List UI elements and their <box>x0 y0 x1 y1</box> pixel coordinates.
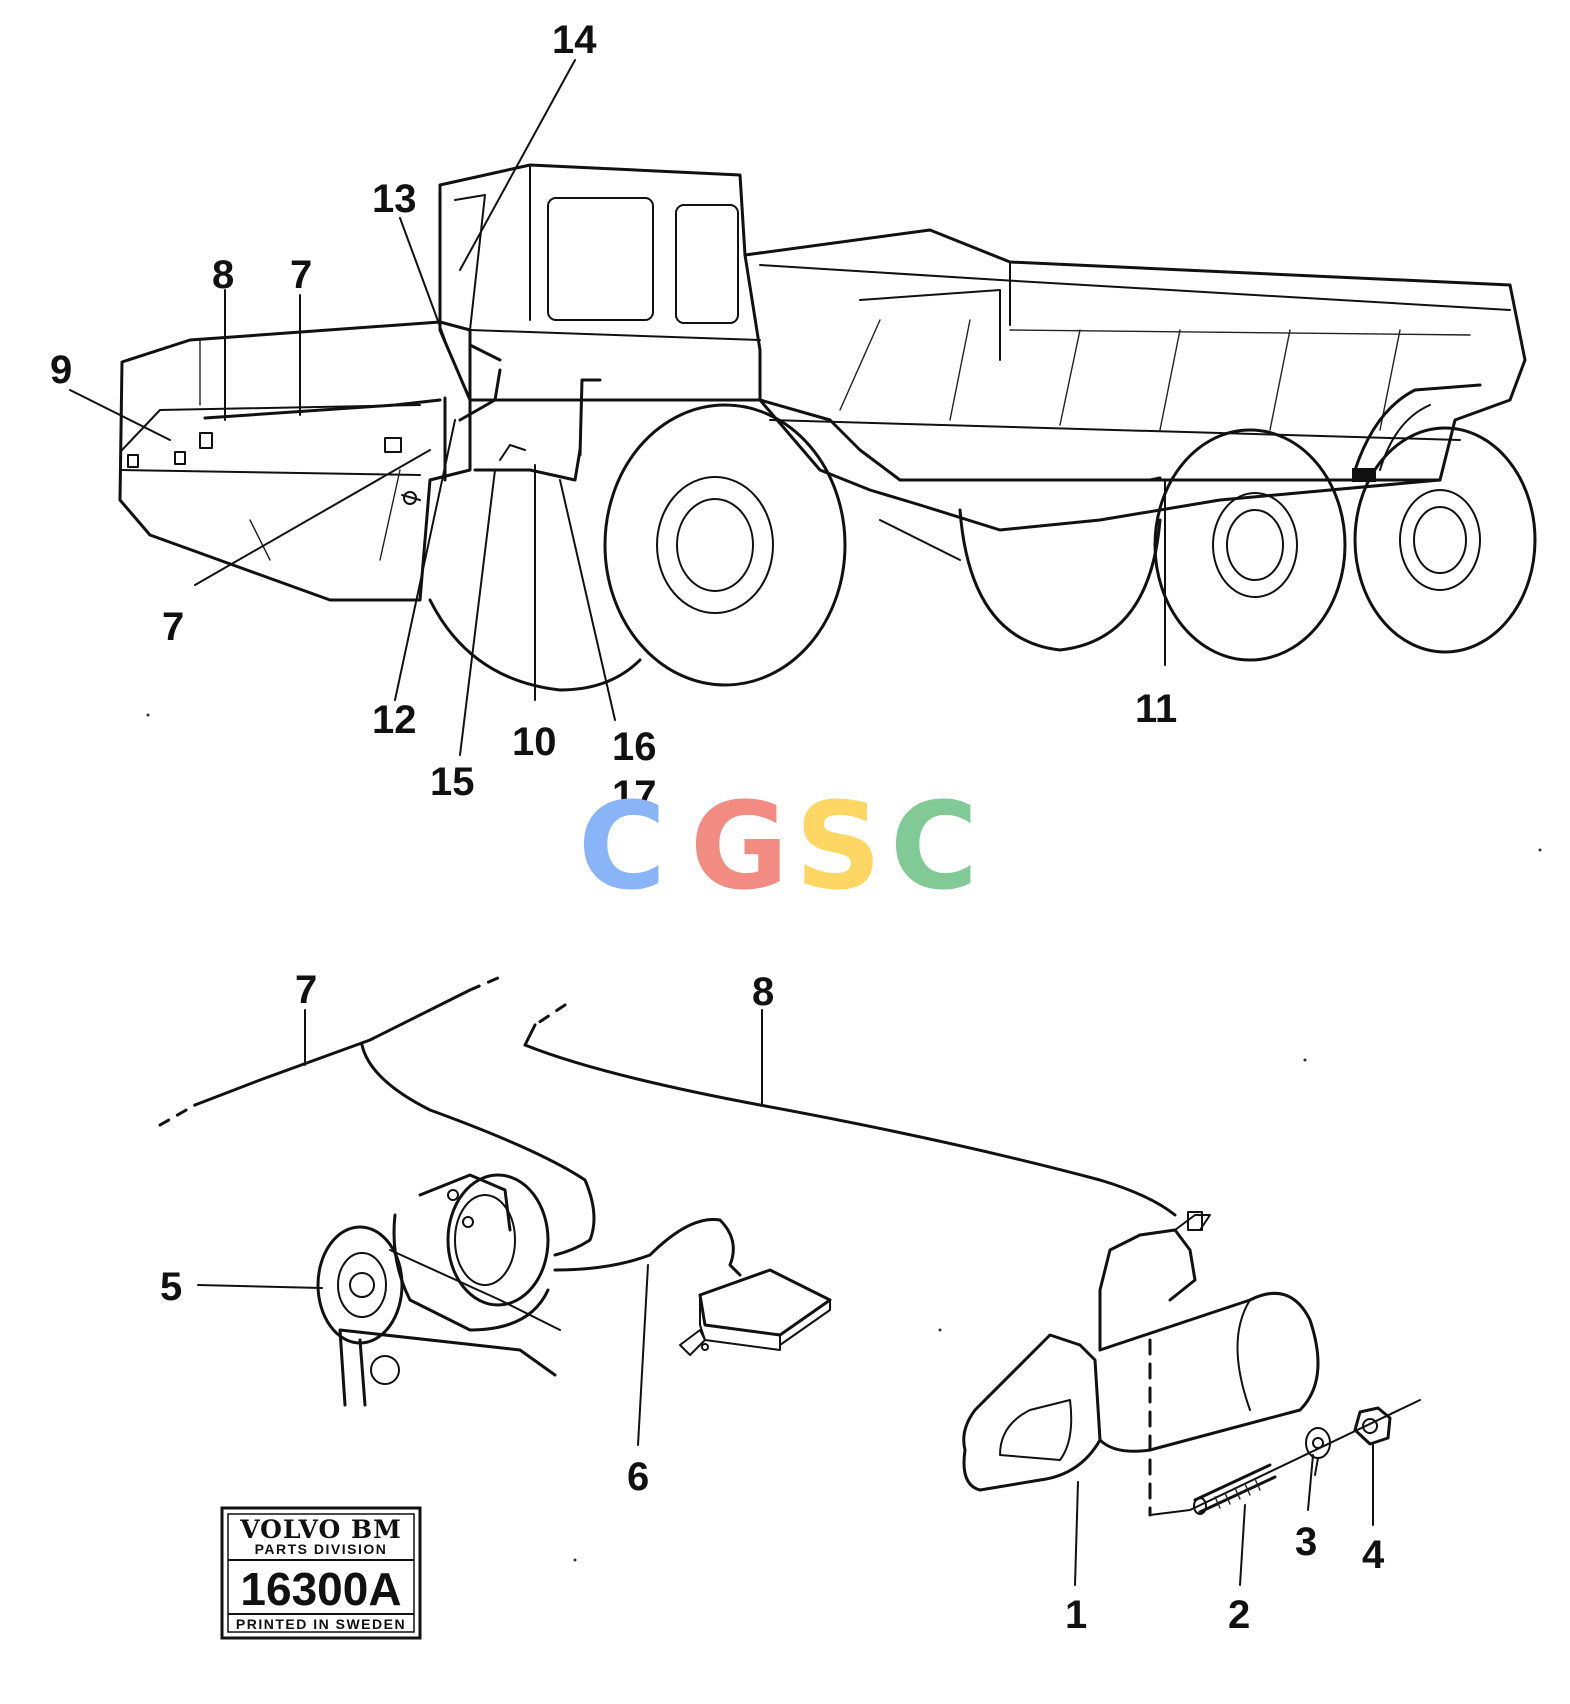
callout-10: 10 <box>512 720 557 764</box>
callout-1: 1 <box>1065 1593 1087 1637</box>
leader-lines-bottom <box>197 1009 1374 1586</box>
callout-6: 6 <box>627 1455 649 1499</box>
cable-6 <box>553 1217 742 1277</box>
articulated-hauler-illustration <box>118 163 1537 692</box>
stamp-number: 16300A <box>240 1563 401 1615</box>
callout-13: 13 <box>372 177 417 221</box>
voltage-regulator <box>679 1268 832 1356</box>
stamp-division: PARTS DIVISION <box>255 1541 388 1557</box>
starter-motor <box>962 1211 1421 1517</box>
scan-specks <box>146 713 1542 1562</box>
callout-14: 14 <box>552 18 597 62</box>
callouts-bottom: 7 8 5 6 1 2 3 4 <box>160 968 1385 1637</box>
callout-7-top: 7 <box>290 253 312 297</box>
callout-2: 2 <box>1228 1593 1250 1637</box>
cable-7 <box>158 973 596 1257</box>
callout-5: 5 <box>160 1265 182 1309</box>
callout-8-bottom: 8 <box>752 970 774 1014</box>
callout-4: 4 <box>1362 1533 1385 1577</box>
callout-8-top: 8 <box>212 253 234 297</box>
alternator <box>316 1173 561 1407</box>
parts-division-stamp: VOLVO BM PARTS DIVISION 16300A PRINTED I… <box>220 1506 422 1640</box>
watermark-letter-3: S <box>795 778 881 917</box>
callout-15: 15 <box>430 760 475 804</box>
watermark-letter-2: G <box>690 778 789 917</box>
leader-lines-top <box>69 59 1166 756</box>
stamp-printed-in: PRINTED IN SWEDEN <box>236 1616 406 1632</box>
callout-11: 11 <box>1135 687 1177 731</box>
watermark-logo: C G S C <box>578 778 978 917</box>
callout-9: 9 <box>50 348 72 392</box>
callout-17: 17 <box>612 773 657 817</box>
callout-16: 16 <box>612 725 657 769</box>
callout-7-mid: 7 <box>162 605 184 649</box>
watermark-letter-1: C <box>578 778 666 917</box>
callout-3: 3 <box>1295 1520 1317 1564</box>
stud-washer-nut <box>1193 1406 1392 1515</box>
callout-7-bottom: 7 <box>295 968 317 1012</box>
cable-8 <box>523 1003 1177 1217</box>
callout-12: 12 <box>372 698 417 742</box>
callouts-top: 14 13 8 7 9 7 12 15 10 16 17 11 <box>50 18 1177 817</box>
watermark-letter-4: C <box>890 778 978 917</box>
stamp-brand: VOLVO BM <box>239 1515 402 1544</box>
